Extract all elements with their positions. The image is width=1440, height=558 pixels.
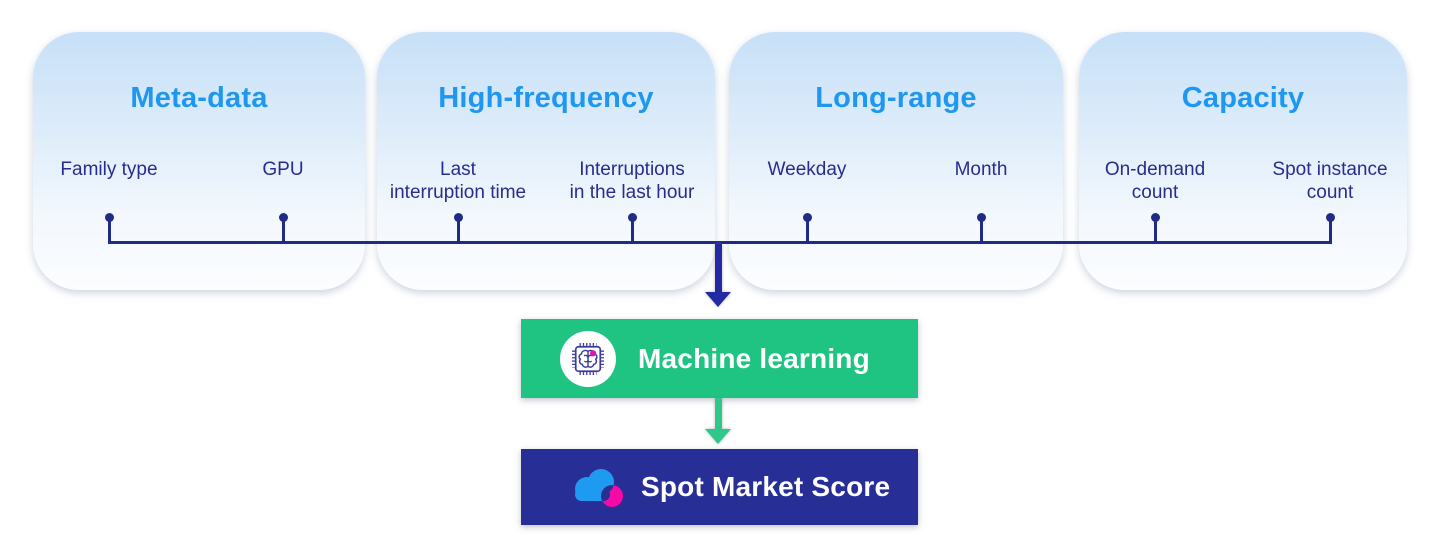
card-high-frequency: High-frequency	[377, 32, 715, 290]
connector-dot	[976, 213, 986, 222]
feature-month: Month	[891, 158, 1071, 248]
feature-label: Month	[954, 159, 1008, 180]
feature-label: Weekday	[767, 159, 847, 180]
feature-label: On-demand	[1104, 159, 1206, 180]
card-title-meta-data: Meta-data	[130, 82, 268, 114]
connector-stem	[107, 218, 111, 244]
card-capacity: Capacity	[1079, 32, 1407, 290]
feature-label: Spot instance	[1272, 159, 1388, 180]
feature-label: Last	[440, 159, 476, 180]
spot-market-score-label: Spot Market Score	[641, 471, 891, 502]
feature-family-type: Family type	[19, 158, 199, 248]
connector-dot	[104, 213, 114, 222]
connector-stem	[1153, 218, 1157, 244]
connector-stem	[1328, 218, 1332, 244]
card-meta-data: Meta-data	[33, 32, 365, 290]
connector-dot	[278, 213, 288, 222]
connector-dot	[1150, 213, 1160, 222]
machine-learning-label: Machine learning	[638, 342, 870, 374]
connector-stem	[979, 218, 983, 244]
feature-label: Interruptions	[579, 159, 685, 180]
feature-gpu: GPU	[193, 158, 373, 248]
connector-dot	[627, 213, 637, 222]
card-title-high-frequency: High-frequency	[438, 82, 654, 114]
connector-stem	[805, 218, 809, 244]
connector-dot	[1325, 213, 1335, 222]
card-title-capacity: Capacity	[1181, 82, 1305, 114]
chip-brain-icon	[560, 330, 616, 387]
connector-dot	[453, 213, 463, 222]
card-title-long-range: Long-range	[815, 82, 977, 114]
feature-label: GPU	[262, 159, 304, 180]
cloud-icon	[571, 465, 623, 509]
feature-weekday: Weekday	[717, 158, 897, 248]
card-long-range: Long-range	[729, 32, 1063, 290]
connector-stem	[630, 218, 634, 244]
connector-dot	[802, 213, 812, 222]
spot-market-score-box: Spot Market Score	[521, 449, 918, 525]
connector-stem	[456, 218, 460, 244]
collector-line	[109, 241, 1330, 244]
machine-learning-box: Machine learning	[521, 319, 918, 398]
feature-label: Family type	[60, 159, 158, 180]
connector-stem	[281, 218, 285, 244]
